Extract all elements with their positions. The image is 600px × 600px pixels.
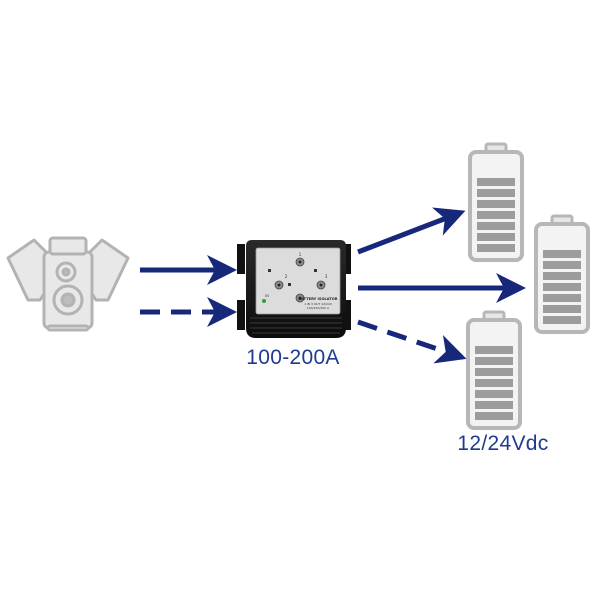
battery-charge-bar bbox=[475, 390, 513, 398]
battery-charge-bar bbox=[477, 178, 515, 186]
battery-charge-bar bbox=[477, 222, 515, 230]
battery-charge-bar bbox=[475, 412, 513, 420]
output-arrow-top bbox=[357, 207, 466, 255]
battery-charge-bar bbox=[475, 368, 513, 376]
battery-icon bbox=[534, 214, 590, 334]
battery-charge-bar bbox=[477, 200, 515, 208]
voltage-label: 12/24Vdc bbox=[457, 432, 549, 455]
battery-charge-bar bbox=[543, 283, 581, 291]
device-panel-title: BATTERY ISOLATOR bbox=[298, 297, 337, 301]
engine-icon bbox=[6, 236, 130, 332]
output-arrow-bottom bbox=[357, 319, 467, 364]
battery-icon bbox=[466, 310, 522, 430]
battery-charge-bar bbox=[475, 401, 513, 409]
device-panel-line2: 100/150/200 A bbox=[307, 306, 330, 310]
battery-icon bbox=[468, 142, 524, 262]
terminal-mark-1: 1 bbox=[299, 252, 302, 257]
battery-charge-bar bbox=[475, 357, 513, 365]
terminal-mark-2: 2 bbox=[285, 274, 288, 279]
battery-charge-bar bbox=[475, 346, 513, 354]
battery-charge-bar bbox=[477, 244, 515, 252]
battery-isolator-device: BATTERY ISOLATOR 1 IN 3 OUT 12/24V 100/1… bbox=[237, 240, 351, 338]
battery-charge-bar bbox=[543, 316, 581, 324]
battery-charge-bar bbox=[543, 305, 581, 313]
terminal-mark-in: IN bbox=[265, 294, 269, 298]
battery-charge-bar bbox=[543, 294, 581, 302]
battery-charge-bar bbox=[477, 211, 515, 219]
current-rating-label: 100-200A bbox=[246, 346, 340, 369]
device-panel-line1: 1 IN 3 OUT 12/24V bbox=[304, 302, 333, 306]
status-led bbox=[262, 299, 266, 303]
battery-charge-bar bbox=[475, 379, 513, 387]
battery-charge-bar bbox=[543, 250, 581, 258]
terminal-mark-3: 3 bbox=[325, 274, 328, 279]
battery-charge-bar bbox=[477, 233, 515, 241]
battery-charge-bar bbox=[543, 261, 581, 269]
battery-charge-bar bbox=[477, 189, 515, 197]
battery-charge-bar bbox=[543, 272, 581, 280]
